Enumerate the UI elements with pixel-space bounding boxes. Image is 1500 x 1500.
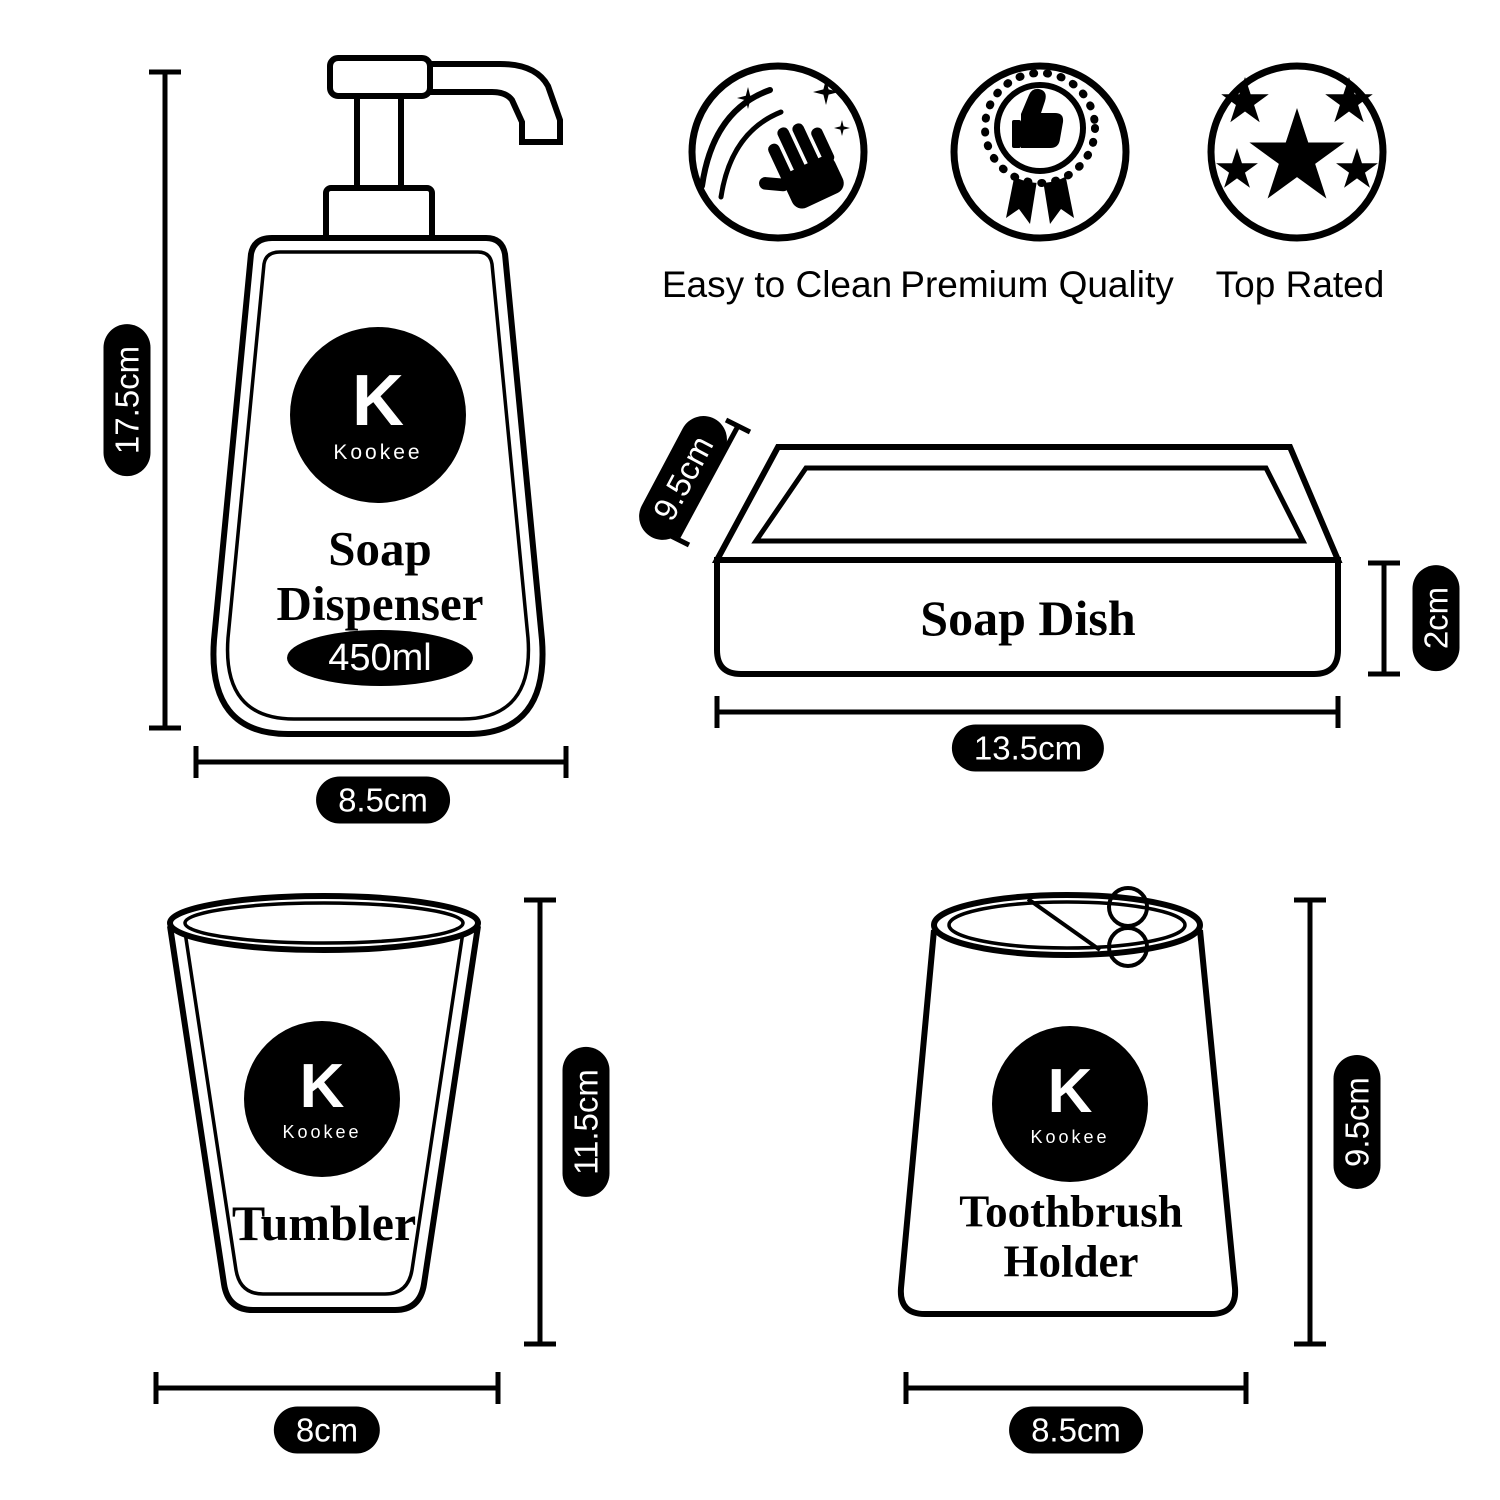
brand-name: Kookee [282,1121,362,1142]
feature-label-easy-to-clean: Easy to Clean [661,264,893,305]
kookee-logo-tumbler: K Kookee [244,1021,400,1177]
thumbs-up-icon [1012,88,1064,148]
dispenser-height-dimension [149,69,181,731]
tumbler-width-dimension [153,1372,501,1404]
sparkle-icon [737,87,759,109]
brand-glyph: K [352,361,404,441]
bottle-inner-line [225,250,531,721]
tumbler-rim-inner [183,901,465,945]
kookee-logo-toothbrush-holder: K Kookee [992,1026,1148,1182]
tumbler-rim [167,893,481,953]
soap-dispenser-capacity-badge: 450ml [287,630,473,686]
easy-to-clean-icon [688,62,868,242]
dimension-label-tumbler-width: 8cm [273,1406,381,1454]
pump-stem [354,89,404,195]
dimension-label-dispenser-height: 17.5cm [103,323,151,477]
dimension-label-tumbler-height: 11.5cm [562,1047,610,1197]
premium-quality-icon [950,62,1130,242]
five-stars-icon [1207,62,1387,242]
holder-height-dimension [1294,897,1326,1347]
dimension-label-dish-height: 2cm [1412,564,1460,672]
star-icon [1221,77,1269,123]
holder-width-dimension [903,1372,1249,1404]
dish-top-face [711,444,1343,563]
pump-spout [425,61,563,145]
holder-hole [1107,926,1149,968]
dimension-label-dish-width: 13.5cm [951,724,1105,772]
soap-dish-title: Soap Dish [920,590,1136,646]
dimension-label-holder-width: 8.5cm [1009,1406,1143,1454]
dimension-label-dispenser-width: 8.5cm [316,776,450,824]
hand-icon [759,123,844,209]
toothbrush-holder-title: Toothbrush Holder [959,1186,1183,1287]
dish-front-face [714,557,1341,677]
brand-glyph: K [1047,1056,1093,1126]
pump-cap [327,55,433,99]
holder-rim-inner [947,900,1187,950]
sparkle-icon [813,79,839,105]
soap-dish-drawing [711,444,1343,677]
holder-divider [1026,897,1102,952]
brand-name: Kookee [333,441,423,464]
dish-height-dimension [1368,560,1400,677]
dispenser-width-dimension [193,746,569,778]
star-icon [1336,148,1378,188]
dish-width-dimension [714,696,1341,728]
brand-name: Kookee [1030,1126,1110,1147]
sparkle-icon [834,120,850,136]
feature-label-premium-quality: Premium Quality [900,264,1174,305]
feature-label-top-rated: Top Rated [1215,264,1385,305]
star-icon [1249,108,1345,199]
tumbler-height-dimension [524,897,556,1347]
brand-glyph: K [299,1051,345,1121]
kookee-logo-dispenser: K Kookee [290,327,466,503]
star-icon [1325,77,1373,123]
tumbler-inner-line [183,931,465,1296]
dimension-label-holder-height: 9.5cm [1333,1055,1381,1189]
soap-dispenser-title: Soap Dispenser [276,521,484,631]
pump-collar [323,185,435,243]
tumbler-title: Tumbler [231,1195,417,1251]
dish-top-inset [751,465,1308,544]
star-icon [1216,148,1258,188]
